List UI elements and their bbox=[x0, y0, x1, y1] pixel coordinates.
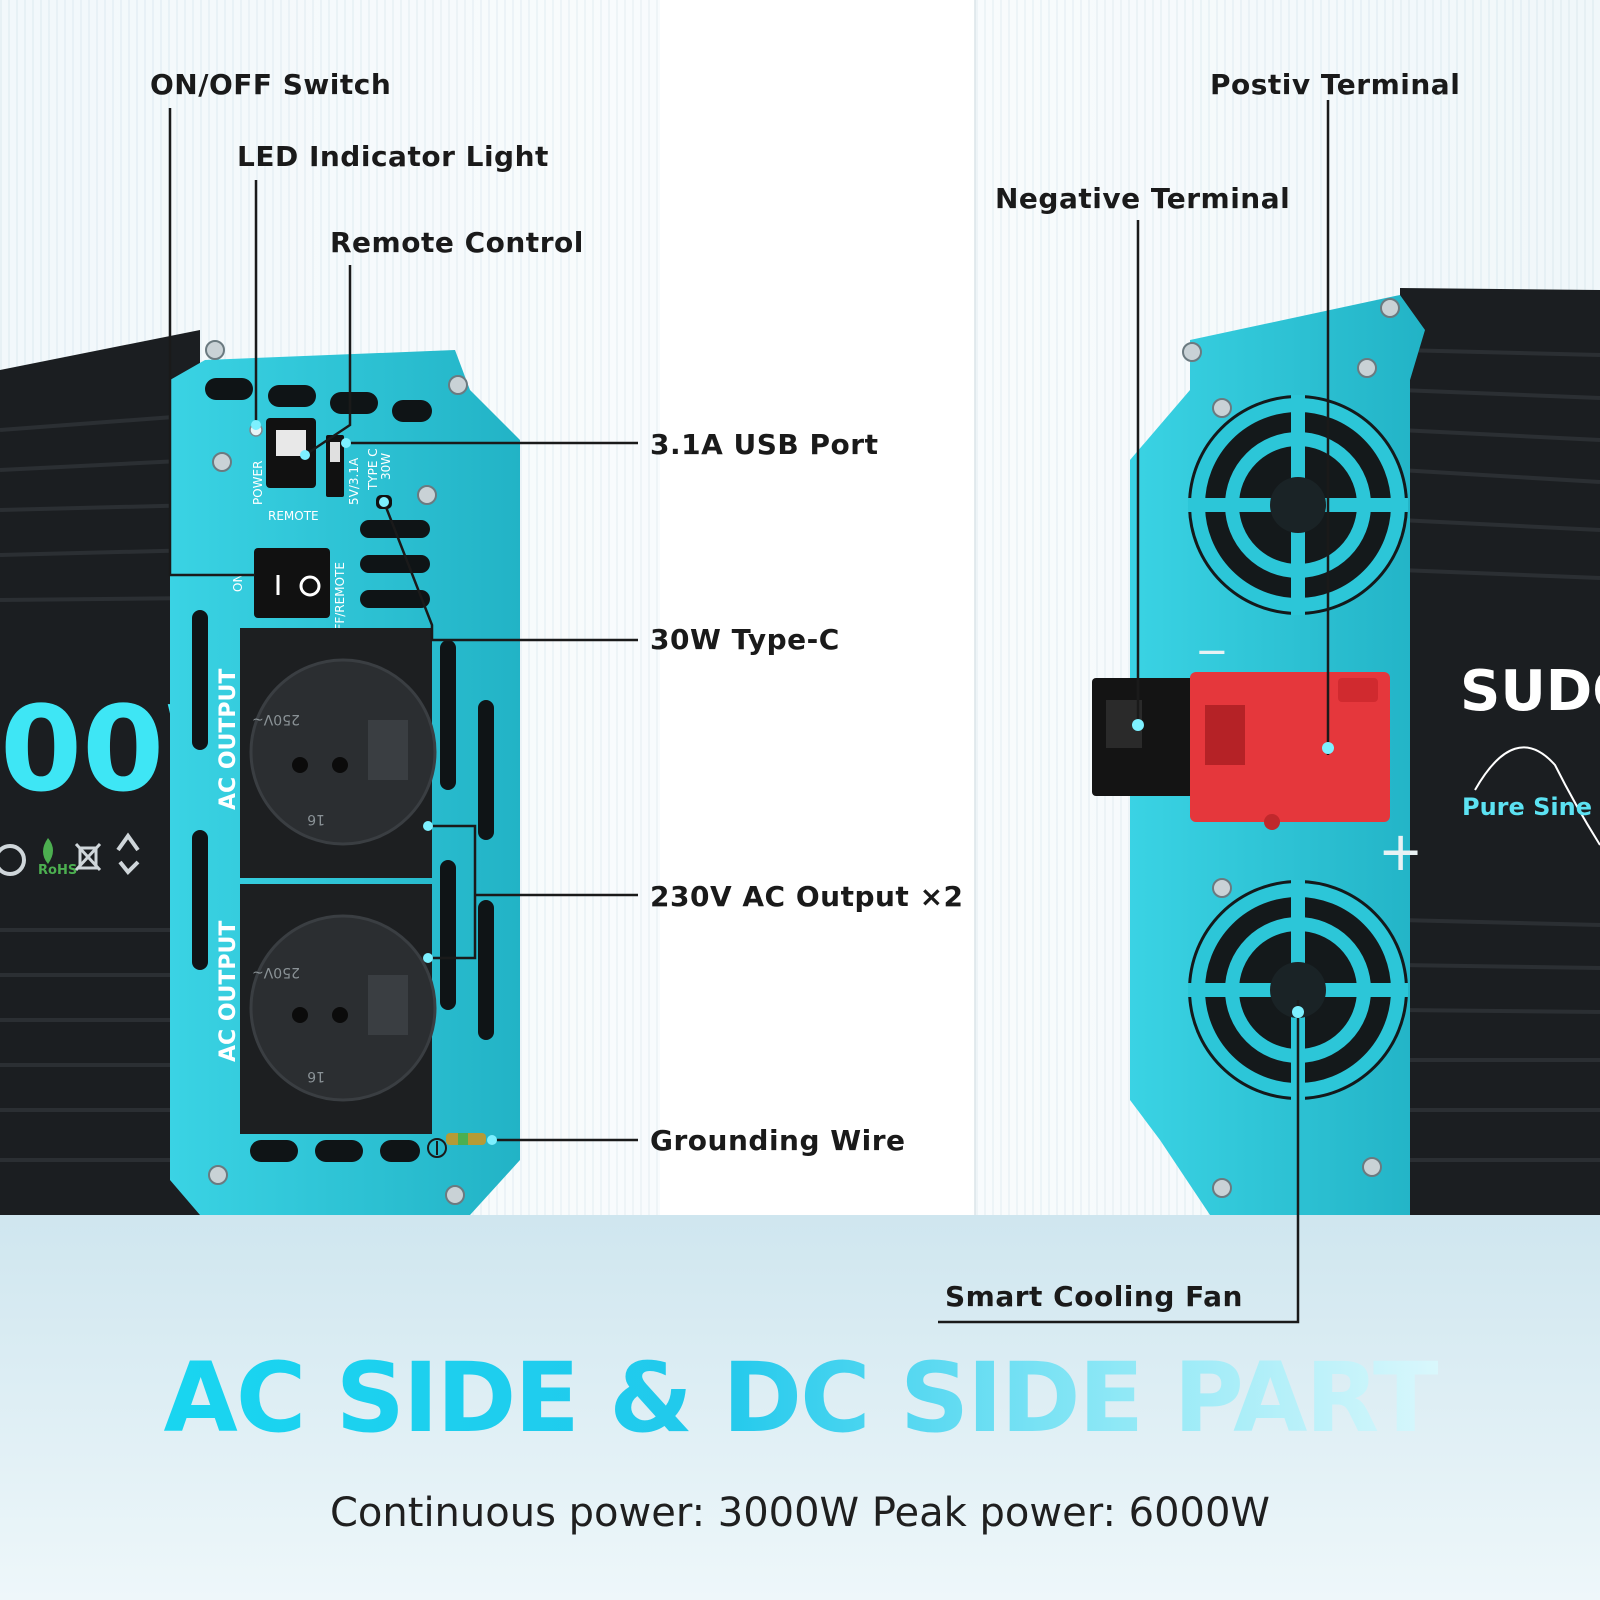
callout-dots bbox=[251, 420, 1334, 1145]
rohs-mark: RoHS bbox=[38, 863, 77, 878]
socket-1-amp: 16 bbox=[307, 811, 325, 827]
grounding-terminal[interactable] bbox=[427, 1133, 486, 1158]
socket-1-rating: 250V~ bbox=[252, 711, 300, 727]
socket-2-amp: 16 bbox=[307, 1068, 325, 1084]
dc-panel-screws bbox=[1182, 298, 1400, 1198]
callout-lines bbox=[168, 100, 1330, 1324]
ac-socket-2[interactable] bbox=[240, 884, 437, 1134]
type-c-watt-mark: 30W bbox=[379, 453, 393, 480]
minus-sign: − bbox=[1195, 629, 1229, 675]
type-c-mark: TYPE C bbox=[366, 448, 380, 491]
off-remote-mark: OFF/REMOTE bbox=[333, 562, 347, 640]
ac-output-label-1: AC OUTPUT bbox=[216, 669, 241, 810]
callout-usb-port: 3.1A USB Port bbox=[650, 428, 879, 461]
power-spec-subtitle: Continuous power: 3000W Peak power: 6000… bbox=[330, 1490, 1270, 1536]
callout-led-indicator: LED Indicator Light bbox=[237, 140, 549, 173]
dc-inverter-body bbox=[1400, 288, 1600, 1215]
ac-panel-screws bbox=[205, 340, 468, 1205]
bottom-background bbox=[0, 1215, 1600, 1600]
positive-terminal[interactable] bbox=[1190, 672, 1390, 830]
callout-grounding-wire: Grounding Wire bbox=[650, 1124, 906, 1157]
usb-rating-mark: 5V/3.1A bbox=[347, 457, 361, 505]
callout-cooling-fan: Smart Cooling Fan bbox=[945, 1280, 1243, 1313]
cooling-fan-bottom bbox=[1188, 880, 1408, 1100]
callout-on-off-switch: ON/OFF Switch bbox=[150, 68, 392, 101]
sine-wave-icon bbox=[1474, 746, 1600, 846]
plus-sign: + bbox=[1378, 820, 1423, 883]
on-mark: ON bbox=[231, 574, 245, 592]
certification-icons bbox=[0, 832, 140, 876]
pure-sine-text: Pure Sine Wav bbox=[1462, 793, 1600, 821]
callout-negative-terminal: Negative Terminal bbox=[995, 182, 1291, 215]
ac-socket-1[interactable] bbox=[240, 628, 437, 878]
callout-remote-control: Remote Control bbox=[330, 226, 584, 259]
remote-mark: REMOTE bbox=[268, 509, 319, 523]
socket-2-rating: 250V~ bbox=[252, 964, 300, 980]
ac-output-label-2: AC OUTPUT bbox=[216, 921, 241, 1062]
callout-ac-output: 230V AC Output ×2 bbox=[650, 880, 964, 913]
power-mark: POWER bbox=[251, 461, 265, 505]
negative-terminal[interactable] bbox=[1092, 678, 1202, 796]
dc-body-fins bbox=[1399, 348, 1600, 1162]
brand-partial: SUDOK bbox=[1460, 659, 1600, 724]
callout-type-c: 30W Type-C bbox=[650, 623, 840, 656]
callout-positive-terminal: Postiv Terminal bbox=[1210, 68, 1461, 101]
cooling-fan-top bbox=[1188, 395, 1408, 615]
on-off-switch[interactable] bbox=[254, 548, 330, 618]
ac-body-fins bbox=[0, 413, 201, 1162]
page-title: AC SIDE & DC SIDE PART bbox=[0, 1350, 1600, 1446]
